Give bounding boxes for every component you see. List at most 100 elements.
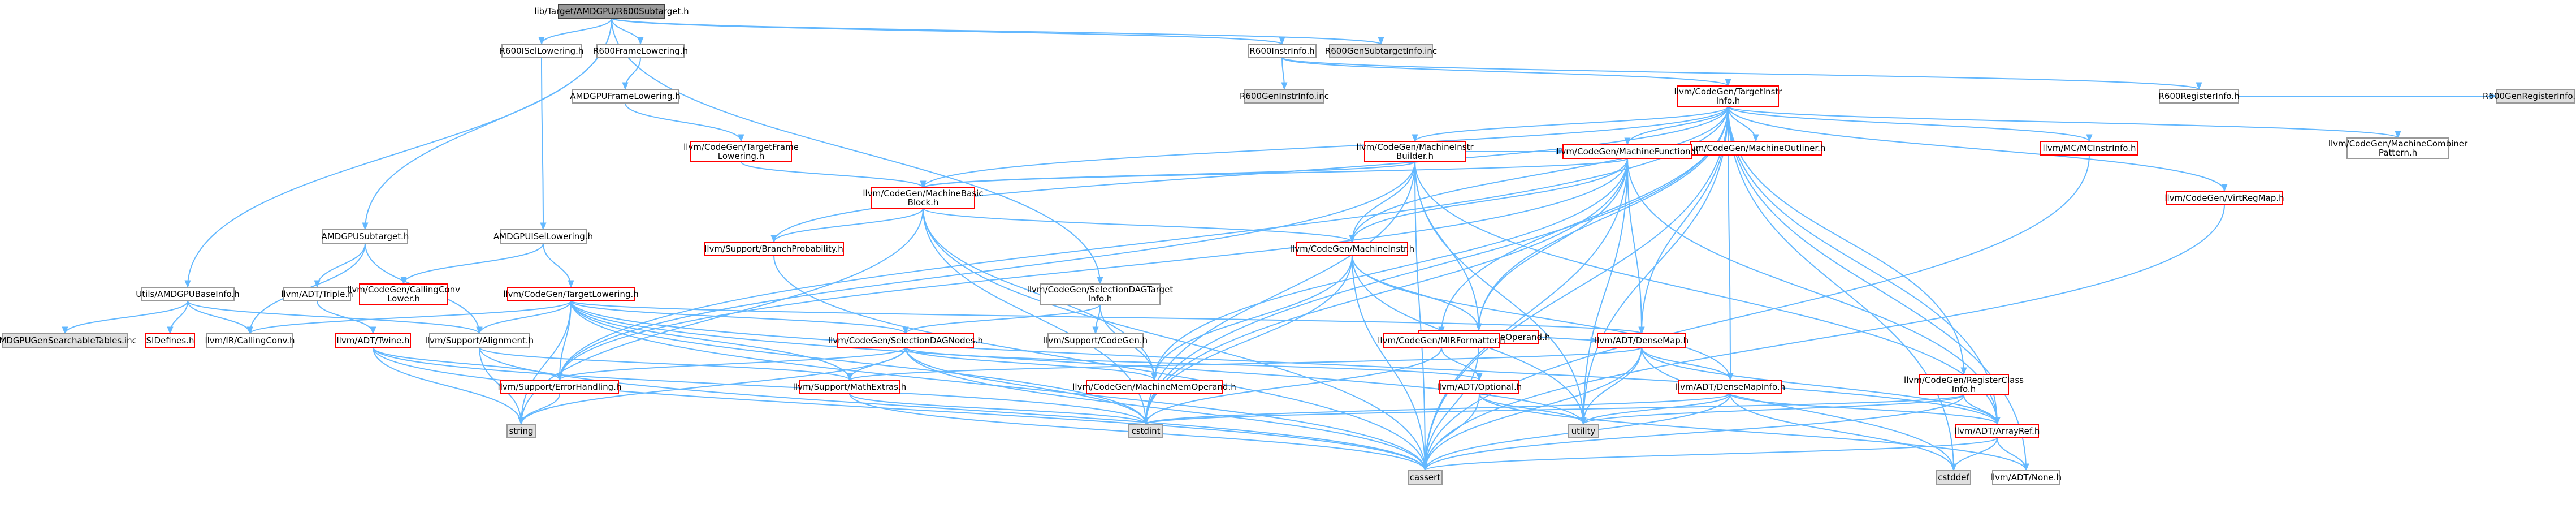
edge-arrayref-to-none — [1997, 437, 2029, 472]
node-label: Utils/AMDGPUBaseInfo.h — [136, 289, 239, 299]
node-label: llvm/ADT/Twine.h — [336, 335, 409, 346]
node-box — [1919, 374, 2009, 395]
node-mmo[interactable]: llvm/CodeGen/MachineMemOperand.h — [1072, 380, 1236, 394]
edge-regclass-to-cassert — [1422, 394, 1964, 472]
node-box — [1678, 380, 1782, 394]
edge-tli-to-alignment — [476, 300, 572, 335]
node-r600genreg: R600GenRegisterInfo.inc — [2483, 89, 2576, 104]
node-box — [2, 333, 128, 348]
edge-mfunc-to-cstdint — [1142, 158, 1628, 425]
edge-mbb-to-cassert — [923, 208, 1428, 472]
node-alignment[interactable]: llvm/Support/Alignment.h — [425, 333, 534, 348]
node-box — [1955, 424, 2039, 438]
node-arrayref[interactable]: llvm/ADT/ArrayRef.h — [1955, 424, 2040, 438]
node-label: AMDGPUSubtarget.h — [322, 231, 409, 242]
node-densemap[interactable]: llvm/ADT/DenseMap.h — [1595, 333, 1689, 348]
node-box — [558, 4, 665, 19]
node-mirfmt[interactable]: llvm/CodeGen/MIRFormatter.h — [1378, 333, 1505, 348]
node-sdnodes[interactable]: llvm/CodeGen/SelectionDAGNodes.h — [828, 333, 983, 348]
node-r600isel[interactable]: R600ISelLowering.h — [500, 44, 584, 58]
node-callingconv[interactable]: llvm/IR/CallingConv.h — [205, 333, 295, 348]
node-label: llvm/Support/BranchProbability.h — [704, 244, 843, 254]
edges-layer — [62, 18, 2497, 472]
node-label: Block.h — [908, 197, 939, 208]
node-amdgpusub[interactable]: AMDGPUSubtarget.h — [322, 229, 409, 244]
edge-root-to-utilsbase — [184, 18, 612, 288]
node-box — [799, 380, 900, 394]
node-mcinstrinfo[interactable]: llvm/MC/MCInstrInfo.h — [2040, 141, 2138, 156]
node-codegen[interactable]: llvm/Support/CodeGen.h — [1044, 333, 1148, 348]
node-box — [283, 287, 351, 301]
edge-sdnodes-to-errhandling — [556, 347, 906, 381]
node-minstr[interactable]: llvm/CodeGen/MachineInstr.h — [1290, 242, 1414, 256]
node-box — [1408, 470, 1443, 485]
node-twine[interactable]: llvm/ADT/Twine.h — [335, 333, 411, 348]
node-label: Info.h — [1716, 96, 1740, 106]
node-label: llvm/ADT/DenseMap.h — [1595, 335, 1689, 346]
node-r600geninstr: R600GenInstrInfo.inc — [1240, 89, 1329, 104]
node-label: R600GenInstrInfo.inc — [1240, 91, 1329, 101]
node-box — [1568, 424, 1599, 438]
node-label: AMDGPUFrameLowering.h — [570, 91, 681, 101]
node-label: R600GenSubtargetInfo.inc — [1325, 46, 1437, 56]
edge-tii-to-cstdint — [1142, 106, 1729, 425]
node-mathextras[interactable]: llvm/Support/MathExtras.h — [793, 380, 906, 394]
node-amdgpuisel[interactable]: AMDGPUISelLowering.h — [493, 229, 593, 244]
node-none[interactable]: llvm/ADT/None.h — [1990, 470, 2062, 485]
node-outliner[interactable]: llvm/CodeGen/MachineOutliner.h — [1686, 141, 1826, 156]
node-label: llvm/CodeGen/MachineInstr — [1356, 142, 1474, 152]
node-box — [1244, 89, 1324, 104]
node-box — [1296, 242, 1408, 256]
edge-mib-to-minstr — [1349, 161, 1415, 243]
node-r600instrinfo[interactable]: R600InstrInfo.h — [1248, 44, 1317, 58]
node-triple[interactable]: llvm/ADT/Triple.h — [281, 287, 353, 301]
node-sidefines[interactable]: SIDefines.h — [145, 333, 195, 348]
edge-mirfmt-to-optional — [1441, 347, 1483, 381]
node-r600frame[interactable]: R600FrameLowering.h — [593, 44, 688, 58]
node-gensearch: AMDGPUGenSearchableTables.inc — [0, 333, 137, 348]
edge-tfl-to-mbb — [741, 161, 927, 189]
node-errhandling[interactable]: llvm/Support/ErrorHandling.h — [498, 380, 622, 394]
edge-tii-to-cassert — [1422, 106, 1729, 472]
node-r600reginfo[interactable]: R600RegisterInfo.h — [2158, 89, 2240, 104]
node-box — [206, 333, 293, 348]
node-amdgpuframe[interactable]: AMDGPUFrameLowering.h — [570, 89, 681, 104]
edge-densemapinfo-to-cstddef — [1730, 393, 1957, 472]
node-label: llvm/Support/ErrorHandling.h — [498, 382, 622, 392]
node-box — [1597, 333, 1686, 348]
edge-seldagtarget-to-sdnodes — [902, 304, 1101, 335]
node-r600gensub: R600GenSubtargetInfo.inc — [1325, 44, 1437, 58]
edge-tli-to-cstdint — [570, 300, 1149, 425]
edge-amdgpusub-to-triple — [314, 243, 366, 288]
node-mfunc[interactable]: llvm/CodeGen/MachineFunction.h — [1556, 144, 1699, 159]
edge-densemap-to-mathextras — [847, 347, 1642, 381]
node-label: utility — [1571, 426, 1596, 436]
edge-densemap-to-densemapinfo — [1641, 347, 1734, 381]
node-tli[interactable]: llvm/CodeGen/TargetLowering.h — [503, 287, 639, 301]
edge-densemap-to-utility — [1580, 347, 1642, 425]
node-densemapinfo[interactable]: llvm/ADT/DenseMapInfo.h — [1676, 380, 1785, 394]
edge-twine-to-cassert — [373, 347, 1428, 472]
node-branchprob[interactable]: llvm/Support/BranchProbability.h — [704, 242, 844, 256]
node-utilsbase[interactable]: Utils/AMDGPUBaseInfo.h — [136, 287, 240, 301]
edge-root-to-r600isel — [538, 18, 612, 45]
edge-amdgpuisel-to-callingconvlower — [400, 243, 544, 285]
node-virtreg[interactable]: llvm/CodeGen/VirtRegMap.h — [2164, 191, 2284, 205]
node-box — [506, 424, 536, 438]
node-label: llvm/CodeGen/MachineCombiner — [2328, 139, 2468, 149]
node-label: llvm/CodeGen/MachineOutliner.h — [1686, 143, 1826, 153]
edge-optional-to-utility — [1479, 393, 1587, 425]
node-optional[interactable]: llvm/ADT/Optional.h — [1437, 380, 1522, 394]
node-label: llvm/Support/MathExtras.h — [793, 382, 906, 392]
node-box — [1992, 470, 2060, 485]
edge-arrayref-to-cassert — [1422, 437, 1998, 472]
node-label: Lower.h — [387, 294, 420, 304]
